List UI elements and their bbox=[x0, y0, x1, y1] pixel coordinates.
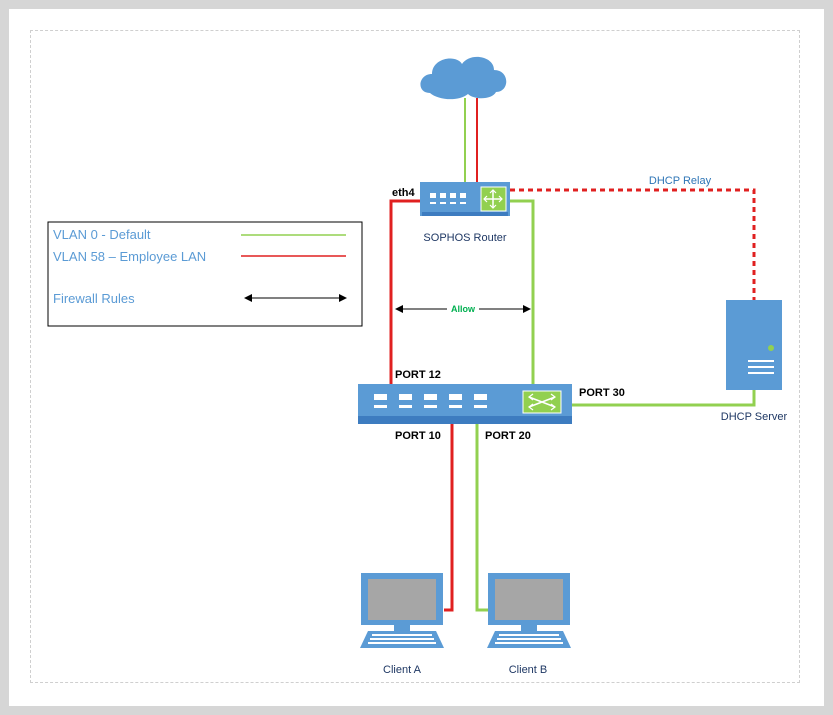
page-frame bbox=[30, 30, 800, 683]
router-port-label: eth4 bbox=[392, 187, 416, 199]
client-a-label: Client A bbox=[383, 664, 422, 676]
client-a-monitor-icon[interactable] bbox=[360, 573, 444, 648]
dhcp-server-label: DHCP Server bbox=[721, 411, 788, 423]
switch-arrows-icon bbox=[522, 390, 562, 414]
vlan0-link-client-b bbox=[475, 424, 488, 612]
legend-vlan58-label: VLAN 58 – Employee LAN bbox=[53, 249, 206, 264]
vlan0-link-switch-dhcp bbox=[572, 390, 756, 407]
core-switch[interactable] bbox=[358, 384, 572, 424]
port10-label: PORT 10 bbox=[395, 430, 441, 442]
legend: VLAN 0 - Default VLAN 58 – Employee LAN … bbox=[47, 221, 363, 327]
dhcp-server-icon[interactable] bbox=[726, 300, 782, 390]
sophos-router[interactable] bbox=[420, 182, 510, 216]
switch-port-icons bbox=[374, 394, 487, 408]
vlan58-link-router-switch bbox=[389, 199, 420, 384]
legend-vlan0-label: VLAN 0 - Default bbox=[53, 227, 151, 242]
port20-label: PORT 20 bbox=[485, 430, 531, 442]
dhcp-relay-label: DHCP Relay bbox=[649, 175, 712, 187]
client-b-label: Client B bbox=[509, 664, 548, 676]
vlan58-link-client-a bbox=[444, 424, 454, 612]
port30-label: PORT 30 bbox=[579, 387, 625, 399]
internet-cloud-icon bbox=[420, 56, 507, 100]
vlan0-link-router-switch bbox=[510, 199, 535, 384]
dhcp-relay-link bbox=[510, 188, 756, 300]
legend-firewall-label: Firewall Rules bbox=[53, 291, 135, 306]
allow-label-bg bbox=[447, 303, 479, 315]
router-label: SOPHOS Router bbox=[423, 232, 506, 244]
client-b-monitor-icon[interactable] bbox=[487, 573, 571, 648]
allow-label: Allow bbox=[451, 304, 476, 314]
port12-label: PORT 12 bbox=[395, 369, 441, 381]
router-arrows-icon bbox=[480, 186, 507, 212]
router-port-icons bbox=[430, 193, 466, 204]
